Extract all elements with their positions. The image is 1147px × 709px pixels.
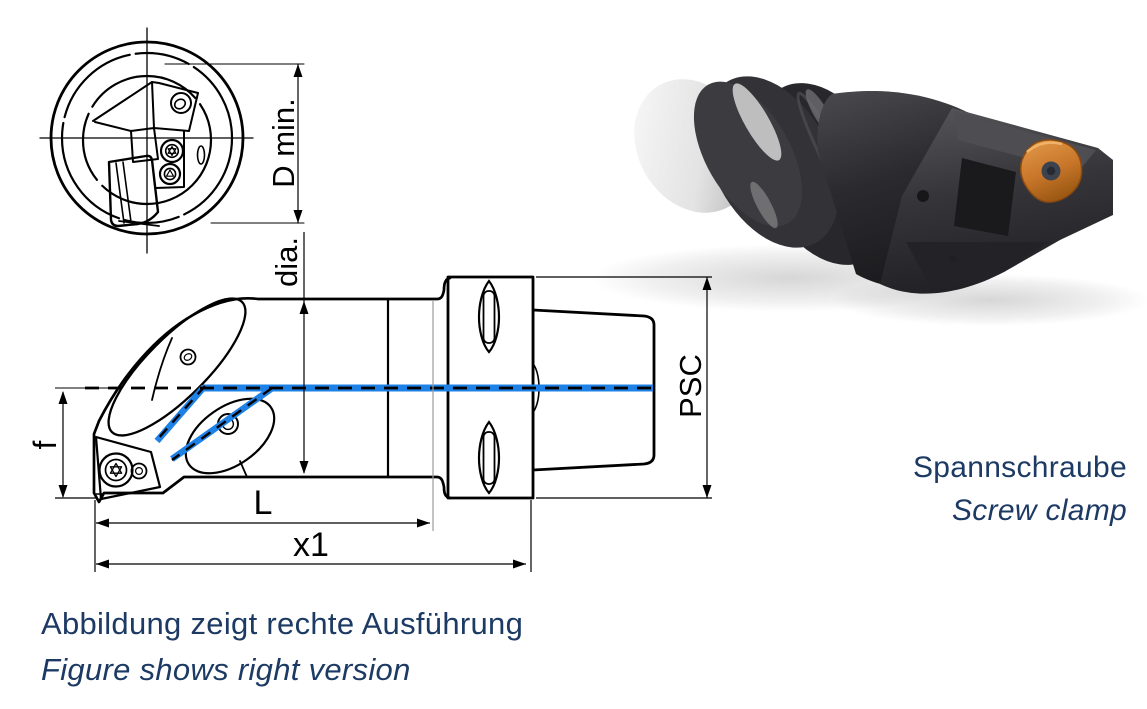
pocket-ellipse [184, 397, 276, 475]
dimension-label-x1: x1 [293, 526, 329, 564]
clamp-block [107, 154, 160, 228]
dimension-label-L: L [254, 484, 273, 522]
front-view-drawing [39, 27, 305, 254]
side-view-drawing [55, 232, 712, 572]
photo-screw-hole-1 [917, 190, 929, 202]
flange-groove-top [477, 279, 501, 354]
top-face-screw [179, 348, 197, 366]
diag-1-dashes [155, 385, 206, 442]
photo-insert-screw-center [1046, 166, 1056, 176]
dimension-L [94, 300, 434, 572]
left-edge [94, 121, 132, 132]
photo-collar-highlight-low [750, 181, 778, 229]
head-silhouette-circle [81, 74, 213, 206]
dimensions [55, 232, 712, 572]
inclined-face-ellipse [107, 297, 247, 437]
clamp-block-line-2 [122, 161, 132, 223]
arrow-down [293, 210, 303, 223]
dimension-label-f: f [27, 440, 63, 449]
head-details [94, 297, 276, 503]
dimension-psc [536, 276, 712, 499]
flange-circle [60, 51, 234, 225]
arrow-up [293, 64, 303, 77]
figure-note-en: Figure shows right version [41, 652, 411, 687]
dimension-dia [299, 232, 309, 474]
dimension-label-dmin: D min. [266, 98, 301, 188]
dimension-f [55, 391, 96, 499]
screw-middle [159, 138, 185, 164]
side-lens [196, 145, 206, 165]
photo-caption: Spannschraube Screw clamp [913, 446, 1127, 532]
pocket-edge-line [239, 460, 248, 478]
photo-collar-highlight [732, 83, 782, 161]
screw-top [170, 92, 192, 114]
face-curve [151, 337, 173, 401]
clamp-screw-side [130, 462, 148, 480]
dimension-d-min [164, 63, 305, 224]
insert-tip [94, 493, 105, 503]
product-photo [590, 76, 1147, 326]
photo-head-bottom-face [906, 242, 1048, 286]
dimension-label-dia: dia. [269, 237, 304, 287]
dimension-x1 [96, 500, 532, 572]
clamp-block-line-1 [115, 162, 125, 224]
photo-collar-rim [693, 81, 803, 227]
dimension-label-psc: PSC [673, 354, 708, 418]
photo-insert-pocket [954, 158, 1016, 236]
mid-quad [130, 127, 159, 163]
bottom-edge-line [118, 220, 160, 227]
tool-outline [92, 276, 452, 504]
head-edge-line [92, 81, 153, 122]
photo-caption-en: Screw clamp [951, 494, 1127, 527]
photo-caption-de: Spannschraube [912, 451, 1127, 484]
pocket-quad [151, 81, 199, 132]
photo-screw-hole-2 [949, 255, 957, 263]
torx-screw [98, 452, 134, 488]
figure-note: Abbildung zeigt rechte Ausführung Figure… [41, 601, 523, 693]
screw-bottom [158, 162, 182, 186]
outer-circle [49, 40, 245, 236]
insert-outline [94, 435, 162, 501]
photo-insert-highlight [1026, 141, 1063, 153]
diag-2-dashes [171, 387, 273, 461]
coolant-channels [55, 384, 660, 462]
flange-groove-bottom [477, 420, 501, 495]
figure-note-de: Abbildung zeigt rechte Ausführung [41, 606, 524, 641]
